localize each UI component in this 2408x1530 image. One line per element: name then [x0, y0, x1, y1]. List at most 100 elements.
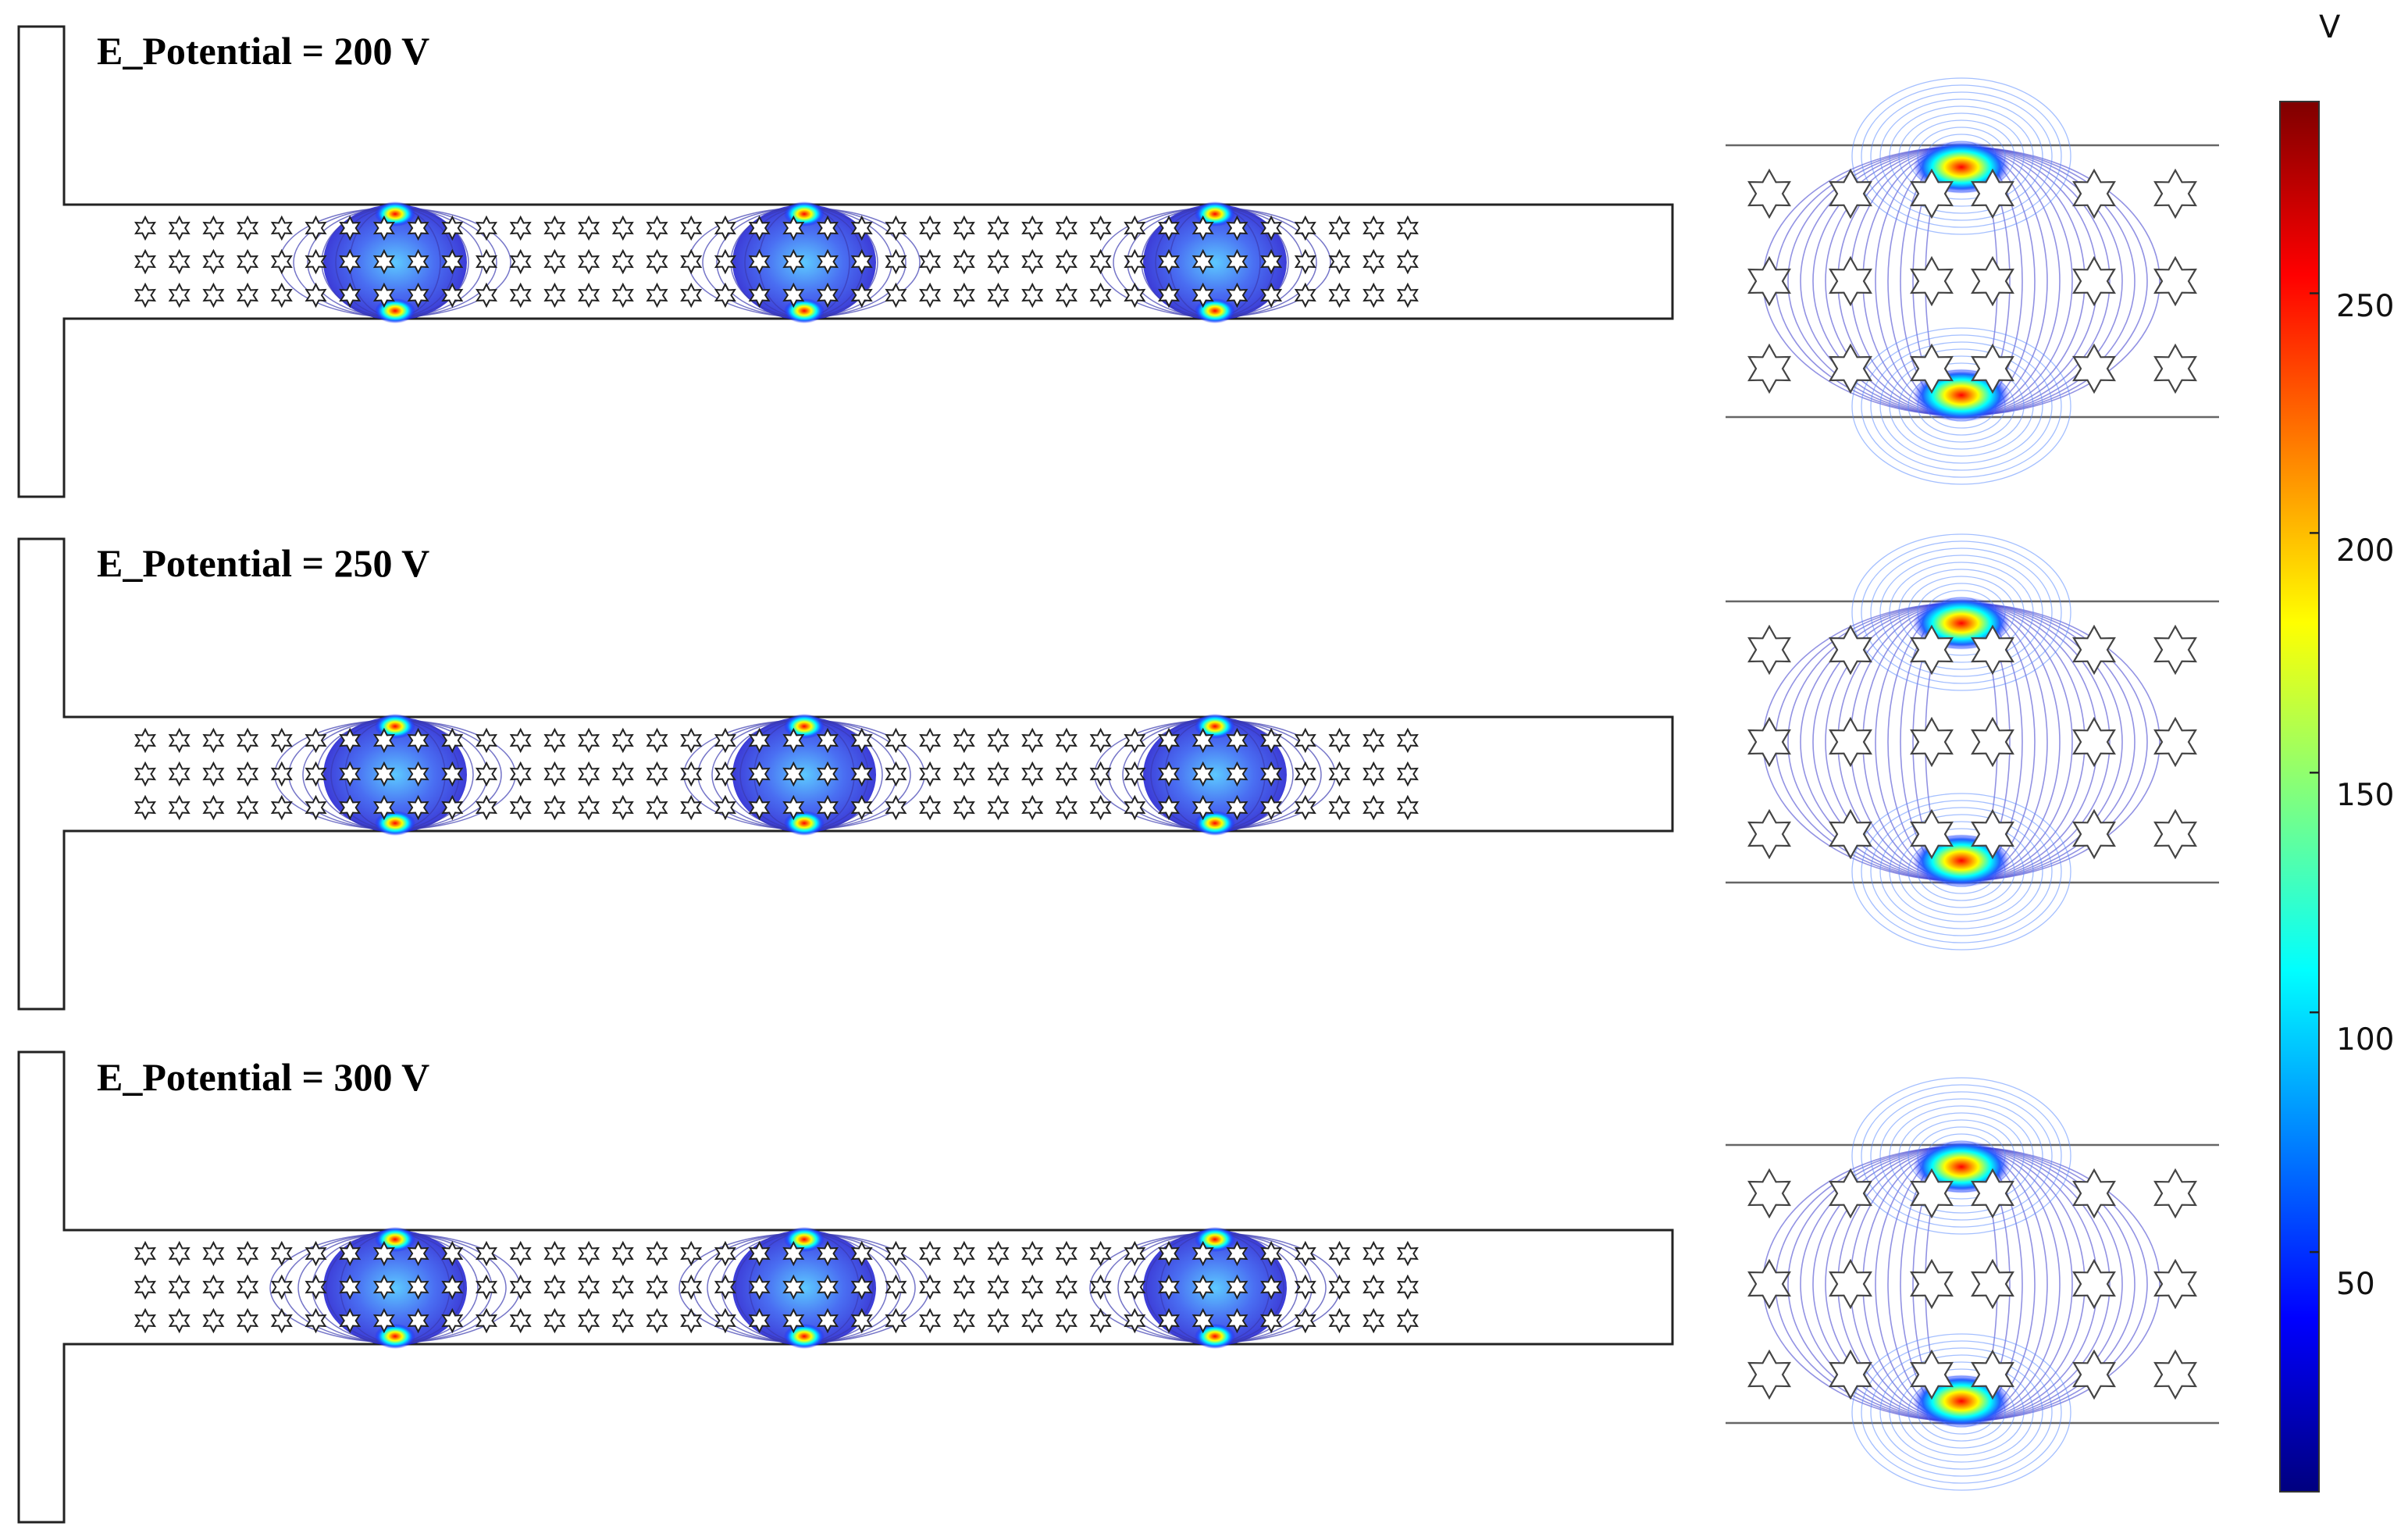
star-icon: [1328, 248, 1351, 275]
star-icon: [1363, 727, 1385, 754]
star-icon: [1747, 1258, 1791, 1310]
star-icon: [611, 727, 634, 754]
field-line: [1898, 1112, 2025, 1200]
star-icon: [475, 248, 498, 275]
star-icon: [168, 794, 191, 821]
field-line: [1851, 793, 2071, 950]
star-icon: [611, 215, 634, 241]
star-icon: [475, 282, 498, 308]
star-icon: [816, 1274, 839, 1300]
star-icon: [953, 248, 975, 275]
star-icon: [816, 282, 839, 308]
star-icon: [646, 248, 668, 275]
star-icon: [2153, 1258, 2197, 1310]
panel-label-200: E_Potential = 200 V: [97, 29, 430, 73]
panel-label-300: E_Potential = 300 V: [97, 1055, 430, 1099]
star-icon: [1055, 248, 1078, 275]
field-line: [1851, 1333, 2071, 1491]
star-icon: [339, 727, 362, 754]
star-icon: [305, 1307, 327, 1334]
star-icon: [987, 1307, 1010, 1334]
field-line: [1898, 362, 2025, 450]
star-icon: [270, 1307, 293, 1334]
star-icon: [611, 282, 634, 308]
field-line: [1861, 1084, 2062, 1228]
star-icon: [237, 1307, 259, 1334]
star-icon: [1328, 1307, 1351, 1334]
star-icon: [1089, 282, 1112, 308]
star-icon: [646, 794, 668, 821]
star-icon: [1910, 624, 1954, 676]
star-icon: [1055, 1307, 1078, 1334]
star-icon: [441, 727, 464, 754]
star-icon: [270, 1240, 293, 1267]
star-icon: [1021, 215, 1044, 241]
star-icon: [1124, 794, 1146, 821]
field-line: [1870, 1347, 2053, 1477]
star-icon: [1021, 727, 1044, 754]
electrode-bottom: [1195, 298, 1235, 323]
star-icon: [1910, 343, 1954, 394]
star-icon: [339, 1307, 362, 1334]
star-icon: [987, 215, 1010, 241]
star-icon: [987, 761, 1010, 787]
star-icon: [1124, 215, 1146, 241]
star-icon: [782, 1307, 805, 1334]
star-icon: [372, 248, 395, 275]
star-icon: [646, 215, 668, 241]
star-icon: [646, 1240, 668, 1267]
star-icon: [1971, 624, 2014, 676]
star-icon: [1910, 1168, 1954, 1219]
star-icon: [168, 1274, 191, 1300]
star-icon: [1747, 716, 1791, 768]
star-icon: [1363, 248, 1385, 275]
field-line: [1861, 1340, 2062, 1484]
obstacle-array: [134, 727, 1419, 821]
field-line: [1870, 807, 2053, 936]
star-icon: [1192, 248, 1214, 275]
star-icon: [372, 1307, 395, 1334]
star-icon: [2153, 808, 2197, 860]
star-icon: [714, 794, 736, 821]
star-icon: [816, 1307, 839, 1334]
star-icon: [1829, 624, 1872, 676]
star-icon: [816, 794, 839, 821]
star-icon: [509, 794, 532, 821]
star-icon: [919, 282, 942, 308]
star-icon: [372, 282, 395, 308]
star-icon: [407, 1240, 429, 1267]
star-icon: [441, 1240, 464, 1267]
star-icon: [1192, 727, 1214, 754]
star-icon: [1192, 215, 1214, 241]
star-icon: [748, 794, 771, 821]
star-icon: [1226, 727, 1249, 754]
star-icon: [1021, 761, 1044, 787]
star-icon: [1021, 1307, 1044, 1334]
star-icon: [953, 282, 975, 308]
star-icon: [1971, 1168, 2014, 1219]
star-icon: [680, 727, 703, 754]
star-icon: [475, 1307, 498, 1334]
star-icon: [919, 248, 942, 275]
star-icon: [1747, 1168, 1791, 1219]
star-icon: [850, 727, 873, 754]
star-icon: [885, 282, 907, 308]
field-line: [1889, 105, 2034, 207]
star-icon: [1226, 1274, 1249, 1300]
star-icon: [372, 727, 395, 754]
star-icon: [2072, 1258, 2116, 1310]
star-icon: [1363, 761, 1385, 787]
star-icon: [339, 248, 362, 275]
star-icon: [372, 215, 395, 241]
star-icon: [1226, 761, 1249, 787]
colorbar-tick-100: 100: [2336, 1022, 2395, 1057]
field-line: [1879, 348, 2043, 464]
star-icon: [134, 727, 157, 754]
star-icon: [1294, 1240, 1316, 1267]
star-icon: [782, 727, 805, 754]
star-icon: [816, 727, 839, 754]
star-icon: [475, 727, 498, 754]
star-icon: [2153, 255, 2197, 307]
field-line: [1879, 555, 2043, 670]
star-icon: [714, 1307, 736, 1334]
